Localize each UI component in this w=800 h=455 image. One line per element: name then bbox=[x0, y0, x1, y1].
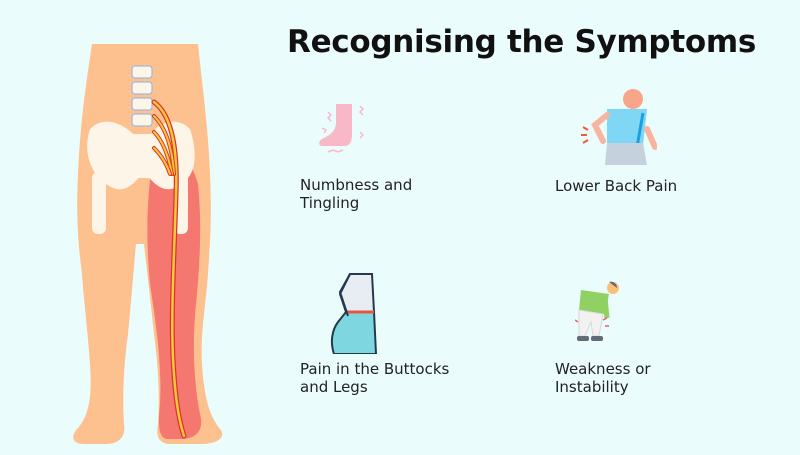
symptom-label: Weakness or Instability bbox=[555, 360, 651, 396]
symptom-label: Lower Back Pain bbox=[555, 177, 678, 195]
lower-back-pain-icon bbox=[577, 85, 658, 165]
symptom-label: Pain in the Buttocks and Legs bbox=[300, 360, 450, 396]
weak-knees-icon bbox=[574, 280, 627, 346]
page-title: Recognising the Symptoms bbox=[287, 24, 756, 60]
symptom-label: Numbness and Tingling bbox=[300, 176, 413, 212]
buttocks-pain-icon bbox=[330, 272, 380, 355]
numb-foot-icon bbox=[314, 100, 374, 158]
sciatic-nerve-illustration bbox=[50, 44, 280, 450]
